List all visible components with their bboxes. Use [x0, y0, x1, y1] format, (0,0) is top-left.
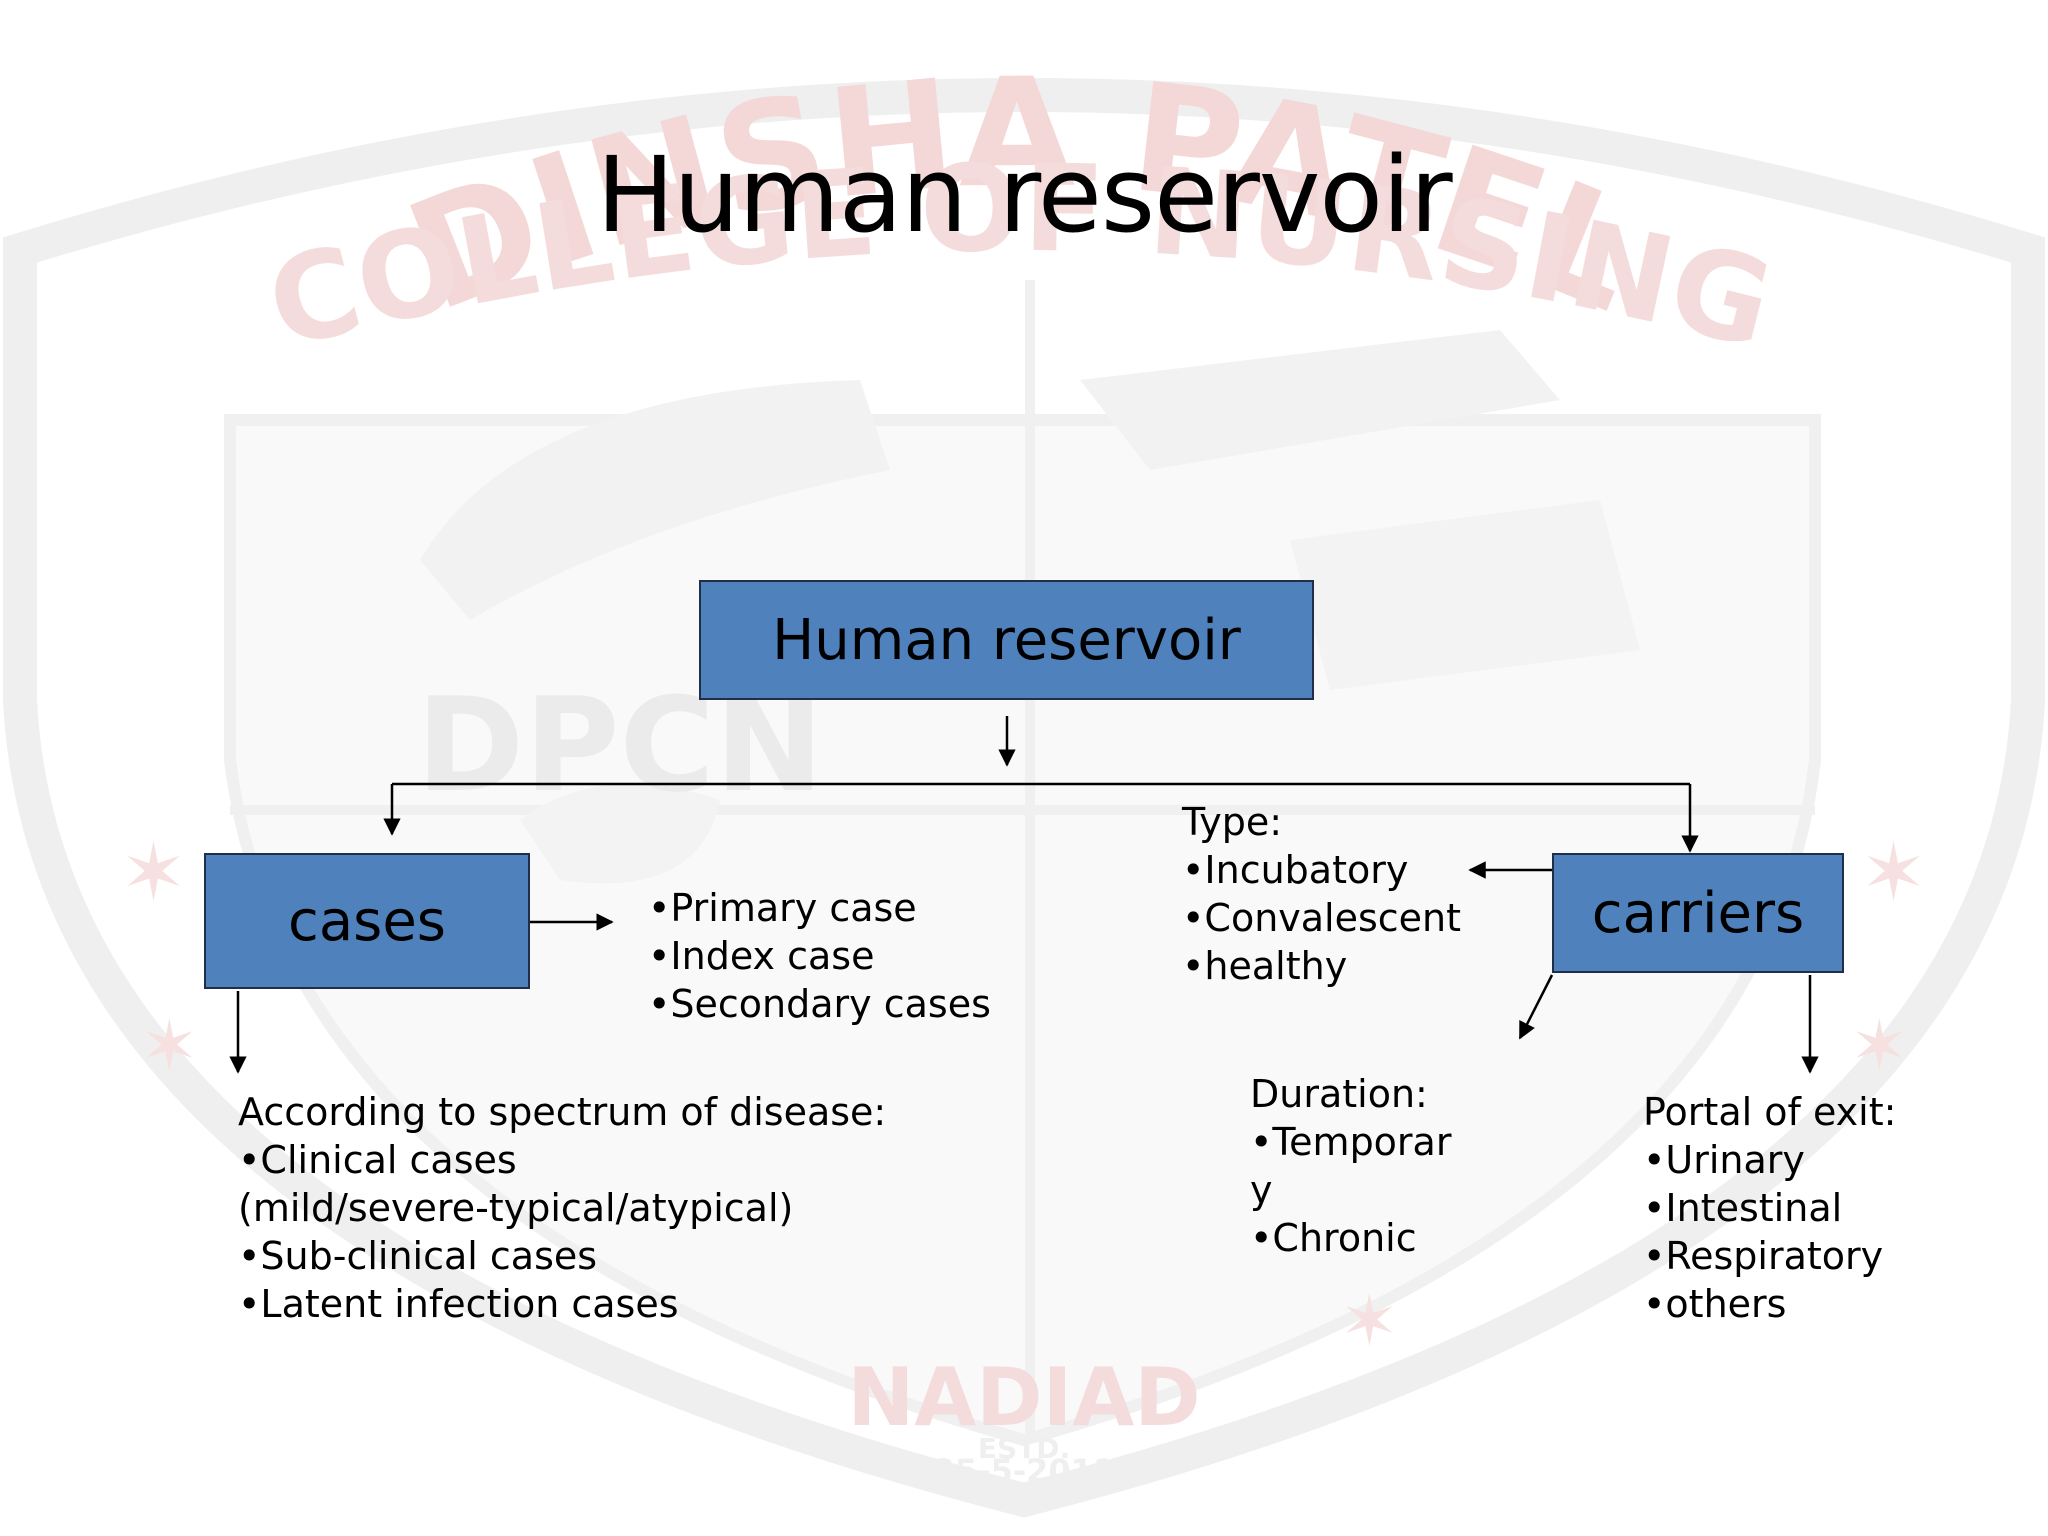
star-icon: ✶ [1850, 1005, 1909, 1087]
watermark-date: 25-5-2011 [933, 1452, 1115, 1490]
graduation-cap-icon [1080, 330, 1560, 470]
node-cases-label: cases [288, 888, 446, 954]
carrier-type-heading: Type: [1182, 800, 1283, 844]
carrier-duration-list: Duration: •Temporar y •Chronic [1250, 1070, 1451, 1262]
list-item: •Incubatory [1182, 848, 1409, 892]
list-item: •healthy [1182, 944, 1348, 988]
node-human-reservoir-label: Human reservoir [772, 607, 1241, 673]
carrier-type-list: Type: •Incubatory •Convalescent •healthy [1182, 798, 1461, 990]
arrow-carriers-to-duration [1518, 974, 1554, 1040]
list-item: •Chronic [1250, 1216, 1417, 1260]
star-icon: ✶ [1860, 826, 1927, 919]
list-item: •Sub-clinical cases [238, 1234, 598, 1278]
carrier-portal-of-exit-list: Portal of exit: •Urinary •Intestinal •Re… [1643, 1088, 1896, 1328]
list-item: •others [1643, 1282, 1787, 1326]
list-item: •Respiratory [1643, 1234, 1884, 1278]
shield-outline-icon [3, 78, 2045, 1518]
lamp-icon [520, 784, 720, 884]
duration-heading: Duration: [1250, 1072, 1428, 1116]
star-icon: ✶ [140, 1005, 199, 1087]
watermark-estd: ESTD. [978, 1432, 1070, 1465]
slide-title: Human reservoir [596, 134, 1452, 256]
node-cases: cases [204, 853, 530, 989]
list-item: •Temporar [1250, 1120, 1452, 1164]
list-item: •Secondary cases [648, 982, 991, 1026]
list-item: (mild/severe-typical/atypical) [238, 1186, 794, 1230]
star-icon: ✶ [1340, 1280, 1399, 1362]
portal-heading: Portal of exit: [1643, 1090, 1897, 1134]
spectrum-heading: According to spectrum of disease: [238, 1090, 887, 1134]
watermark-city: NADIAD [847, 1351, 1200, 1444]
spectrum-of-disease-list: According to spectrum of disease: •Clini… [238, 1088, 886, 1328]
book-icon [1290, 500, 1640, 690]
list-item: •Intestinal [1643, 1186, 1843, 1230]
list-item: y [1250, 1168, 1273, 1212]
nurse-cap-icon [420, 380, 890, 620]
star-icon: ✶ [120, 826, 187, 919]
node-carriers: carriers [1552, 853, 1844, 973]
node-human-reservoir: Human reservoir [699, 580, 1314, 700]
node-carriers-label: carriers [1591, 880, 1805, 946]
list-item: •Index case [648, 934, 875, 978]
list-item: •Urinary [1643, 1138, 1805, 1182]
list-item: •Latent infection cases [238, 1282, 679, 1326]
list-item: •Primary case [648, 886, 917, 930]
list-item: •Clinical cases [238, 1138, 517, 1182]
case-types-list: •Primary case •Index case •Secondary cas… [648, 884, 991, 1028]
list-item: •Convalescent [1182, 896, 1462, 940]
